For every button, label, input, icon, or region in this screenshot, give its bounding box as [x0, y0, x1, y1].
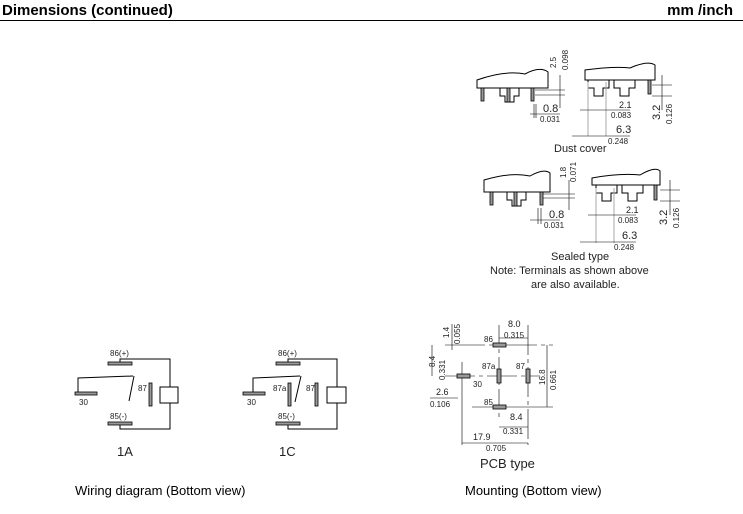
label-30: 30: [247, 398, 256, 407]
units-label: mm /inch: [667, 2, 733, 19]
pin-30: 30: [473, 380, 482, 389]
dim-f-in: 0.331: [503, 427, 524, 436]
label-86: 86(+): [278, 349, 297, 358]
wiring-diagram-caption: Wiring diagram (Bottom view): [75, 483, 246, 498]
dust-cover-side-view: [476, 68, 565, 118]
dim-a-in: 0.315: [504, 331, 525, 340]
label-85: 85(-): [110, 412, 127, 421]
pin-87: 87: [516, 362, 525, 371]
coil-icon: [159, 386, 179, 404]
pin-86: 86: [484, 335, 493, 344]
sealed-tab-in: 0.083: [618, 216, 639, 225]
sealed-span-mm: 6.3: [622, 230, 637, 242]
label-86: 86(+): [110, 349, 129, 358]
sealed-top-mm: 1.8: [559, 166, 568, 178]
label-87: 87: [138, 384, 147, 393]
diagram-1a-label: 1A: [117, 444, 133, 459]
pin-87a: 87a: [482, 362, 496, 371]
dust-tab-mm: 2.1: [619, 100, 632, 110]
dust-pin-in: 0.031: [540, 115, 561, 124]
sealed-pin-in: 0.031: [544, 221, 565, 230]
label-85: 85(-): [278, 412, 295, 421]
sealed-height-mm: 3.2: [658, 210, 670, 225]
sealed-pin-mm: 0.8: [549, 209, 564, 221]
note-line-1: Note: Terminals as shown above: [490, 265, 649, 277]
page-title: Dimensions (continued): [2, 2, 173, 19]
sealed-height-in: 0.126: [672, 207, 681, 228]
dust-top-mm: 2.5: [549, 56, 558, 68]
dim-b-mm: 1.4: [442, 326, 451, 338]
pcb-mounting-diagram: [430, 324, 553, 445]
note-line-2: are also available.: [531, 279, 620, 291]
dim-b-in: 0.055: [453, 323, 462, 344]
sealed-tab-mm: 2.1: [626, 205, 639, 215]
sealed-type-caption: Sealed type: [551, 251, 609, 263]
label-30: 30: [79, 398, 88, 407]
dust-cover-front-view: [572, 62, 672, 137]
pin-85: 85: [484, 398, 493, 407]
header-divider: [0, 20, 743, 21]
dust-cover-caption: Dust cover: [554, 143, 607, 155]
dim-c-mm: 8.4: [428, 355, 437, 367]
pcb-type-caption: PCB type: [480, 456, 535, 471]
mounting-caption: Mounting (Bottom view): [465, 483, 602, 498]
dim-g-mm: 17.9: [473, 432, 491, 442]
dust-tab-in: 0.083: [611, 111, 632, 120]
dim-e-in: 0.661: [549, 369, 558, 390]
sealed-front-view: [580, 168, 680, 243]
sealed-span-in: 0.248: [614, 243, 635, 252]
sealed-top-in: 0.071: [569, 161, 578, 182]
wiring-diagram-1a: [74, 358, 179, 430]
label-87: 87: [306, 384, 315, 393]
dim-d-mm: 2.6: [436, 387, 449, 397]
coil-icon: [326, 386, 347, 404]
dim-g-in: 0.705: [486, 444, 507, 453]
dust-height-mm: 3.2: [651, 105, 663, 120]
dim-f-mm: 8.4: [510, 412, 523, 422]
dim-a-mm: 8.0: [508, 319, 521, 329]
diagram-1c-label: 1C: [279, 444, 296, 459]
dim-e-mm: 16.8: [538, 369, 547, 385]
dust-pin-mm: 0.8: [543, 103, 558, 115]
wiring-diagram-1c: [242, 358, 347, 430]
dust-span-in: 0.248: [608, 137, 629, 146]
dim-c-in: 0.331: [438, 359, 447, 380]
dust-top-in: 0.098: [561, 49, 570, 70]
dust-span-mm: 6.3: [616, 124, 631, 136]
label-87a: 87a: [273, 384, 287, 393]
sealed-side-view: [483, 170, 575, 224]
dim-d-in: 0.106: [430, 400, 451, 409]
dust-height-in: 0.126: [665, 103, 674, 124]
